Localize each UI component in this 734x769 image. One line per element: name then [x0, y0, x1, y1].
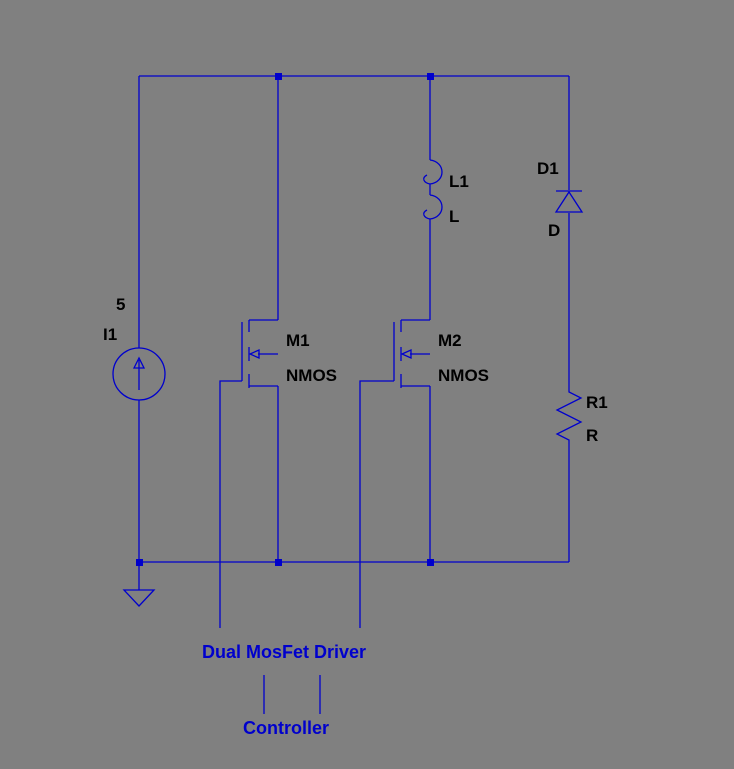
- mosfet-m1[interactable]: [241, 319, 278, 388]
- ground-icon[interactable]: [122, 589, 156, 607]
- diode-d1[interactable]: [554, 190, 584, 213]
- inductor-name-label: L1: [449, 172, 469, 191]
- current-source-i1[interactable]: [112, 347, 166, 401]
- wire-m1-gate[interactable]: [219, 380, 242, 628]
- resistor-name-label: R1: [586, 393, 608, 412]
- diode-value-label: D: [548, 221, 560, 240]
- m2-body-arrow-icon: [400, 348, 412, 360]
- wires: [138, 75, 570, 714]
- junction-node: [427, 73, 434, 80]
- wire-m2-gate[interactable]: [359, 380, 394, 628]
- diode-icon: [554, 190, 584, 213]
- inductor-value-label: L: [449, 207, 459, 226]
- diode-name-label: D1: [537, 159, 559, 178]
- junction-node: [427, 559, 434, 566]
- m2-type-label: NMOS: [438, 366, 489, 385]
- m2-name-label: M2: [438, 331, 462, 350]
- junction-node: [275, 73, 282, 80]
- component-labels: 5 I1 M1 NMOS M2 NMOS L1 L D1 D R1 R: [103, 159, 608, 445]
- driver-label[interactable]: Dual MosFet Driver: [202, 642, 366, 662]
- resistor-value-label: R: [586, 426, 598, 445]
- m1-body-arrow-icon: [248, 348, 260, 360]
- mosfet-m2[interactable]: [393, 319, 430, 388]
- junction-node: [275, 559, 282, 566]
- junctions: [136, 73, 434, 566]
- current-arrow-head-icon: [132, 356, 146, 369]
- m1-name-label: M1: [286, 331, 310, 350]
- junction-node: [136, 559, 143, 566]
- source-name-label: I1: [103, 325, 117, 344]
- m1-type-label: NMOS: [286, 366, 337, 385]
- inductor-icon[interactable]: [423, 159, 443, 230]
- current-source-icon: [112, 347, 166, 401]
- resistor-icon[interactable]: [555, 388, 583, 444]
- source-value-label: 5: [116, 295, 125, 314]
- controller-label[interactable]: Controller: [243, 718, 329, 738]
